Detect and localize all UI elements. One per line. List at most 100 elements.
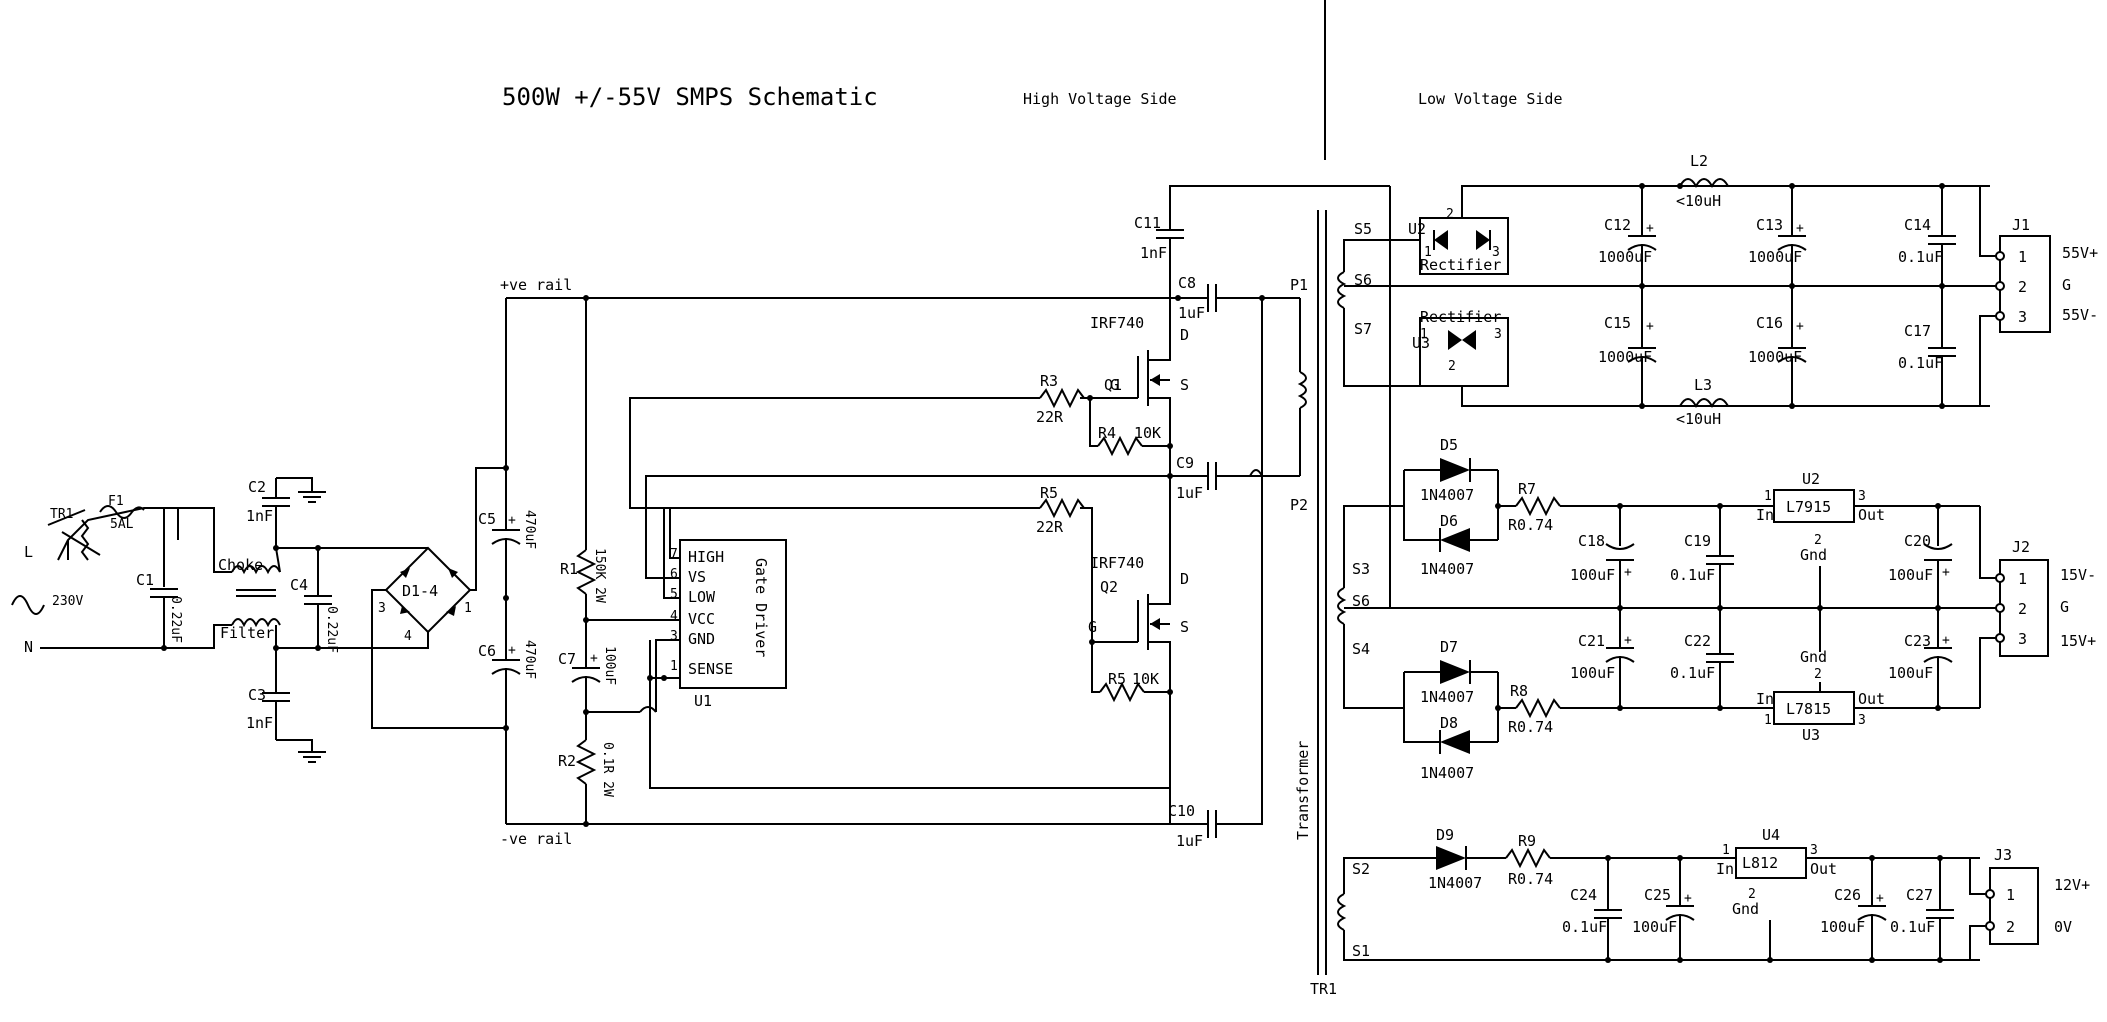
q1-label: Q1 bbox=[1104, 376, 1122, 394]
d5-label: D5 bbox=[1440, 436, 1458, 454]
diode-d8: D8 1N4007 bbox=[1418, 672, 1499, 782]
u2-pin2: 2 bbox=[1814, 533, 1822, 548]
c12-label: C12 bbox=[1604, 216, 1631, 234]
c22-value: 0.1uF bbox=[1670, 664, 1715, 682]
c26-plus: + bbox=[1876, 891, 1884, 906]
dc-rails: +ve rail -ve rail bbox=[500, 276, 1178, 848]
fuse-label: F1 bbox=[108, 494, 124, 509]
c14-label: C14 bbox=[1904, 216, 1931, 234]
c23-label: C23 bbox=[1904, 632, 1931, 650]
j1-out-2: G bbox=[2062, 276, 2071, 294]
c3-label: C3 bbox=[248, 686, 266, 704]
capacitor-c8: C8 1uF bbox=[1175, 274, 1300, 322]
capacitor-c11: C11 1nF bbox=[1134, 185, 1390, 298]
resistor-r7: R7 R0.74 bbox=[1495, 480, 1774, 534]
main-filter-caps: C12 1000uF + C13 1000uF + C14 0.1uF bbox=[1598, 183, 1956, 409]
r9-label: R9 bbox=[1518, 832, 1536, 850]
r5-value: 22R bbox=[1036, 518, 1064, 536]
schematic-title: 500W +/-55V SMPS Schematic bbox=[502, 83, 878, 111]
j1-out-3: 55V- bbox=[2062, 306, 2098, 324]
rectifier-u2: U2 2 1 3 Rectifier bbox=[1408, 185, 1990, 275]
d8-label: D8 bbox=[1440, 714, 1458, 732]
q2-part: IRF740 bbox=[1090, 554, 1144, 572]
u3r-text: Rectifier bbox=[1420, 308, 1501, 326]
c16-value: 1000uF bbox=[1748, 348, 1802, 366]
c1-label: C1 bbox=[136, 571, 154, 589]
capacitor-c3: C3 1nF bbox=[246, 648, 326, 763]
j3-pin1: 1 bbox=[2006, 886, 2015, 904]
c11-value: 1nF bbox=[1140, 244, 1167, 262]
u1-pn3: 3 bbox=[670, 629, 678, 644]
transformer-label: Transformer bbox=[1294, 741, 1312, 840]
r7-value: R0.74 bbox=[1508, 516, 1553, 534]
u1-pin-sense: SENSE bbox=[688, 660, 733, 678]
resistor-r2: R2 0.1R 2W bbox=[558, 706, 657, 824]
u2r-text: Rectifier bbox=[1420, 256, 1501, 274]
c23-plus: + bbox=[1942, 633, 1950, 648]
j2-pin2: 2 bbox=[2018, 600, 2027, 618]
filter-label: Filter bbox=[220, 624, 274, 642]
diodes-15v: D5 1N4007 D6 1N4007 D7 1N4007 D8 1N40 bbox=[1404, 436, 1499, 782]
c26-label: C26 bbox=[1834, 886, 1861, 904]
u1-pn7: 7 bbox=[670, 547, 678, 562]
choke-label: Choke bbox=[218, 556, 263, 574]
capacitor-c19: C19 0.1uF bbox=[1670, 503, 1734, 611]
resistor-r5: R5 22R bbox=[1036, 484, 1085, 536]
r8-value: R0.74 bbox=[1508, 718, 1553, 736]
c12-plus: + bbox=[1646, 221, 1654, 236]
transformer-secondary-15v: S3 S6 S4 bbox=[1337, 470, 2000, 743]
capacitor-c14: C14 0.1uF bbox=[1898, 183, 1956, 289]
regulator-u2: L7915 U2 In Out 1 3 2 Gnd bbox=[1756, 470, 1980, 652]
capacitor-c16: C16 1000uF + bbox=[1748, 286, 1807, 409]
c23-value: 100uF bbox=[1888, 664, 1933, 682]
j1-pin3: 3 bbox=[2018, 308, 2027, 326]
r2-value: 0.1R 2W bbox=[600, 742, 615, 797]
q1-drain-label: D bbox=[1180, 326, 1189, 344]
c5-value: 470uF bbox=[522, 510, 537, 549]
connector-j1: J1 1 2 3 55V+ G 55V- bbox=[1942, 185, 2098, 407]
u1-pn6: 6 bbox=[670, 567, 678, 582]
u2-out: Out bbox=[1858, 506, 1885, 524]
capacitor-c9: C9 1uF bbox=[1170, 454, 1300, 502]
q2-gate-label: G bbox=[1088, 618, 1097, 636]
c6-value: 470uF bbox=[522, 640, 537, 679]
capacitor-c24: C24 0.1uF bbox=[1562, 855, 1622, 963]
j2-out-3: 15V+ bbox=[2060, 632, 2096, 650]
u2-label: U2 bbox=[1802, 470, 1820, 488]
c7-value: 100uF bbox=[602, 646, 617, 685]
connector-j2: J2 1 2 3 15V- G 15V+ bbox=[1979, 506, 2096, 708]
c9-label: C9 bbox=[1176, 454, 1194, 472]
u3-pin1: 1 bbox=[1764, 713, 1772, 728]
ac-source-icon bbox=[11, 595, 45, 615]
c9-value: 1uF bbox=[1176, 484, 1203, 502]
q2-source-label: S bbox=[1180, 618, 1189, 636]
c4-label: C4 bbox=[290, 576, 308, 594]
d1-4-label: D1-4 bbox=[402, 582, 438, 600]
u4-pin2: 2 bbox=[1748, 887, 1756, 902]
r3-label: R3 bbox=[1040, 372, 1058, 390]
s6b-label: S6 bbox=[1352, 592, 1370, 610]
c2-value: 1nF bbox=[246, 507, 273, 525]
u1-pin-vs: VS bbox=[688, 568, 706, 586]
capacitor-c17: C17 0.1uF bbox=[1898, 286, 1956, 409]
j2-pin1: 1 bbox=[2018, 570, 2027, 588]
rectifier-u3: Rectifier U3 1 3 2 bbox=[1412, 308, 1990, 407]
high-voltage-side-label: High Voltage Side bbox=[1023, 90, 1177, 108]
c1-value: 0.22uF bbox=[168, 596, 183, 643]
mosfet-q2: IRF740 Q2 D S bbox=[1080, 476, 1189, 824]
c8-value: 1uF bbox=[1178, 304, 1205, 322]
c21-label: C21 bbox=[1578, 632, 1605, 650]
j2-out-1: 15V- bbox=[2060, 566, 2096, 584]
u4-gnd: Gnd bbox=[1732, 900, 1759, 918]
r8-label: R8 bbox=[1510, 682, 1528, 700]
u2-gnd: Gnd bbox=[1800, 546, 1827, 564]
transformer-core: Transformer TR1 bbox=[1294, 210, 1337, 998]
j1-out-1: 55V+ bbox=[2062, 244, 2098, 262]
c15-plus: + bbox=[1646, 319, 1654, 334]
c14-value: 0.1uF bbox=[1898, 248, 1943, 266]
r5b-value: 10K bbox=[1132, 670, 1159, 688]
u1-pin-vcc: VCC bbox=[688, 610, 715, 628]
c15-label: C15 bbox=[1604, 314, 1631, 332]
c17-value: 0.1uF bbox=[1898, 354, 1943, 372]
u3-gnd: Gnd bbox=[1800, 648, 1827, 666]
